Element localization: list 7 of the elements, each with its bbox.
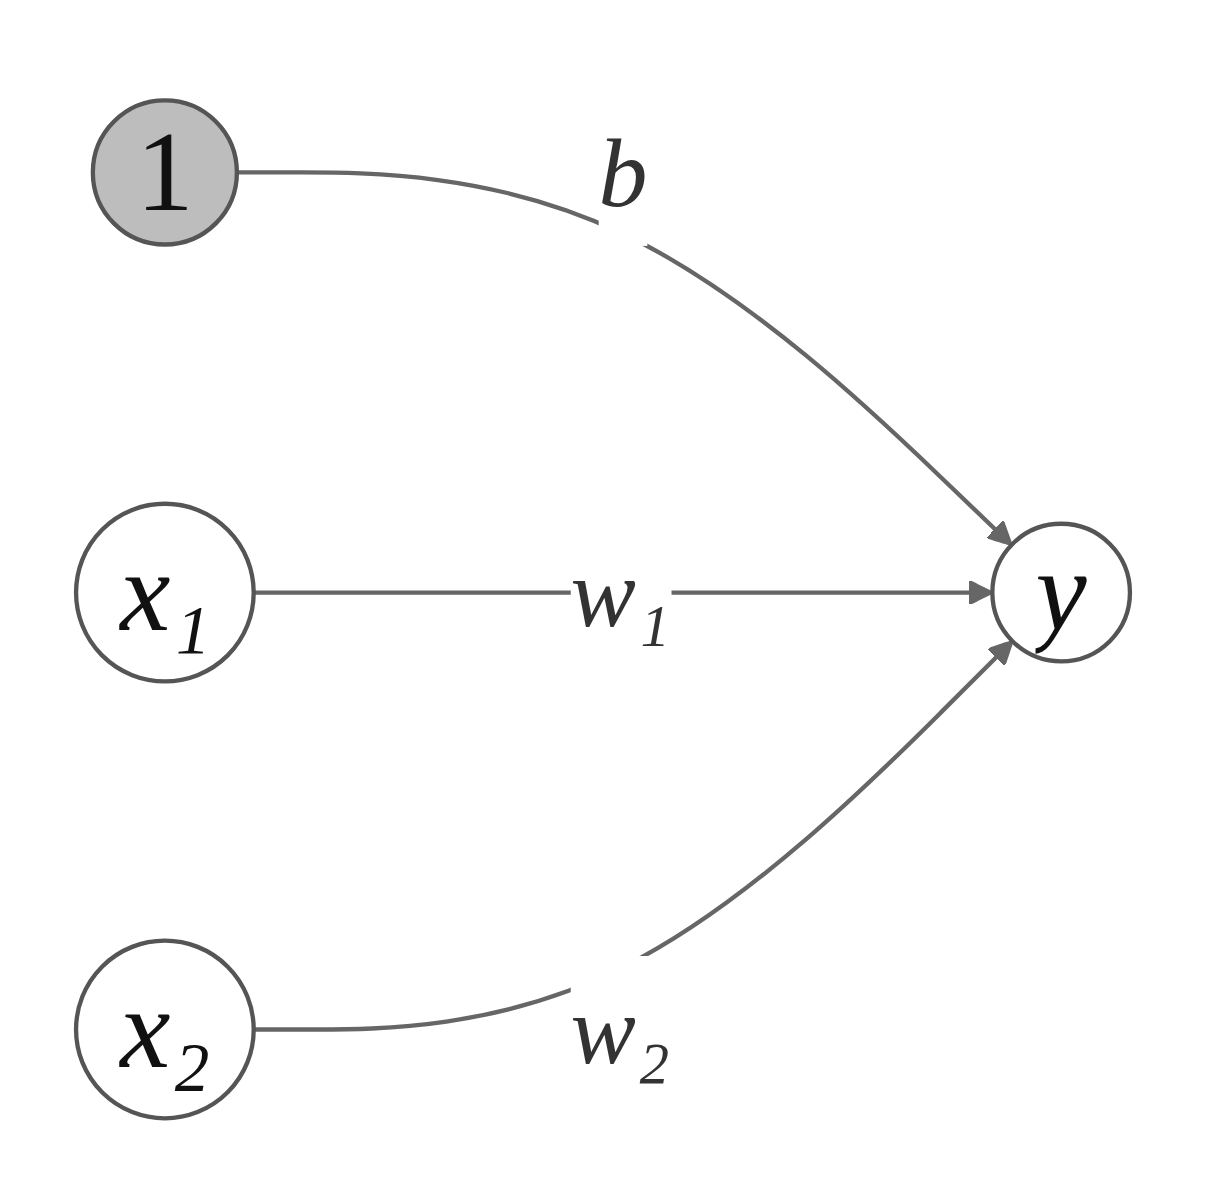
node-circle: 1: [90, 98, 239, 247]
edge-label: w₂: [570, 976, 670, 1083]
node-circle: x₁: [73, 501, 256, 684]
node-circle: x₂: [73, 938, 256, 1121]
edge-label: w₁: [570, 539, 670, 646]
node-circle: y: [989, 521, 1132, 664]
edge-label: b: [598, 119, 648, 226]
